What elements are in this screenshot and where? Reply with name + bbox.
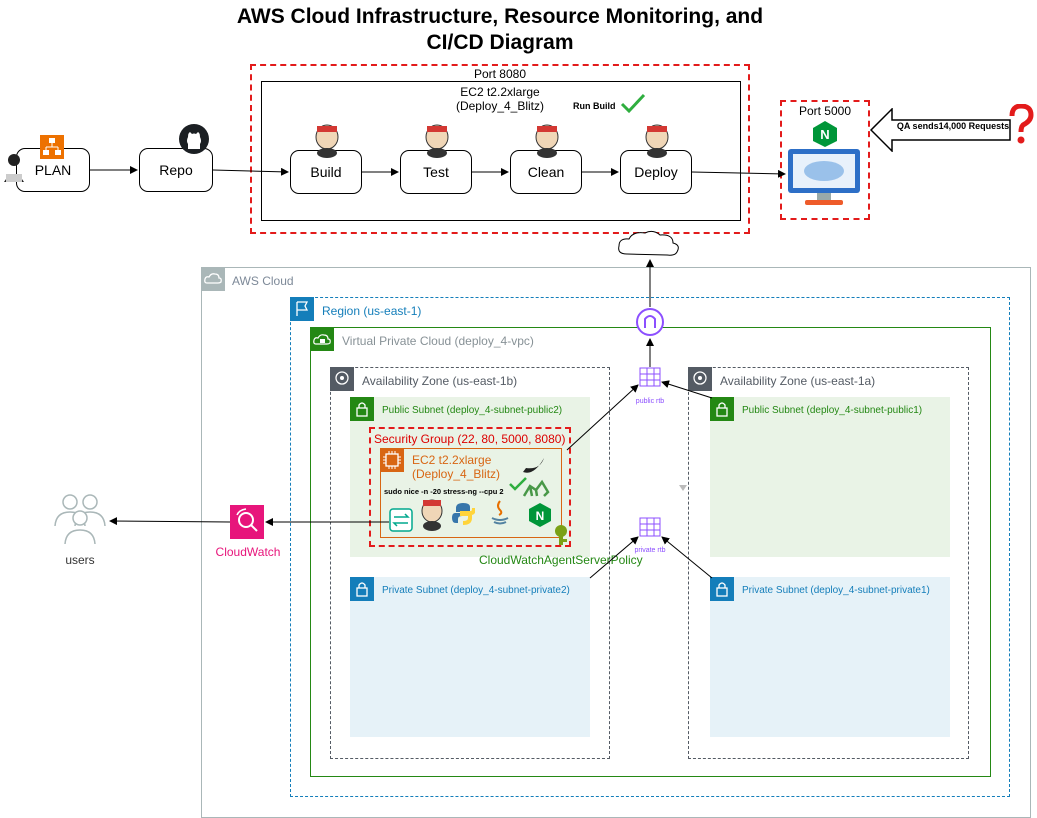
ec2-chip-icon: [380, 448, 404, 472]
ec2-type: EC2 t2.2xlarge: [412, 453, 492, 467]
python-icon: [452, 503, 475, 525]
jenkins-icon: [535, 124, 559, 158]
iam-policy-label: CloudWatchAgentServerPolicy: [479, 553, 643, 567]
gunicorn-icon: [522, 479, 550, 497]
question-mark-icon: [1009, 104, 1034, 144]
aws-cloud-label: AWS Cloud: [232, 274, 294, 288]
internet-cloud-icon: [618, 230, 679, 256]
java-icon: [491, 500, 509, 525]
ec2-instance-group: [380, 448, 562, 538]
internet-gateway-icon: [636, 308, 664, 336]
nginx-icon: N: [813, 121, 837, 147]
az-left-label: Availability Zone (us-east-1b): [362, 374, 518, 388]
app-port-5000-boundary: [780, 100, 870, 220]
svg-text:N: N: [536, 509, 545, 523]
arrow-deploy-to-app: [691, 169, 786, 178]
availability-zone-right: [688, 367, 969, 759]
location-pin-icon: [330, 367, 354, 391]
ec2-label: EC2 t2.2xlarge (Deploy_4_Blitz): [412, 453, 500, 481]
stage-label: Clean: [527, 164, 565, 180]
private-subnet-left: [350, 577, 590, 737]
subnet-lock-icon: [350, 577, 374, 601]
developer-icon: [4, 154, 24, 182]
private-rtb-label: private rtb: [634, 547, 666, 554]
run-build-label: Run Build: [573, 101, 616, 111]
ec2-name: (Deploy_4_Blitz): [412, 467, 501, 481]
diagram-title: AWS Cloud Infrastructure, Resource Monit…: [150, 4, 850, 56]
github-icon: [179, 124, 209, 154]
flask-horn-icon: [523, 458, 544, 473]
public-subnet-right: [710, 397, 950, 557]
security-group-label: Security Group (22, 80, 5000, 8080): [374, 432, 566, 446]
plan-label: PLAN: [34, 162, 72, 178]
users-icon: [54, 494, 106, 545]
title-line-2: CI/CD Diagram: [426, 31, 574, 54]
private-subnet-left-label: Private Subnet (deploy_4-subnet-private2…: [382, 585, 570, 596]
arrow-private-subnet2-to-rtb: [589, 536, 639, 579]
iam-policy-icon: [555, 525, 567, 545]
port-5000-label: Port 5000: [798, 104, 852, 118]
public-route-table-icon: [639, 367, 661, 387]
subnet-lock-icon: [350, 397, 374, 421]
stage-label: Build: [310, 164, 342, 180]
title-line-1: AWS Cloud Infrastructure, Resource Monit…: [236, 5, 764, 28]
users-label: users: [65, 553, 95, 567]
aws-cloud-icon: [201, 267, 225, 291]
repo-node[interactable]: Repo: [139, 148, 213, 192]
nginx-icon: N: [529, 503, 551, 527]
svg-text:N: N: [820, 127, 829, 142]
repo-label: Repo: [159, 162, 193, 178]
jenkins-icon: [425, 124, 449, 158]
az-right-label: Availability Zone (us-east-1a): [720, 374, 876, 388]
jenkins-icon: [315, 124, 339, 158]
private-subnet-right: [710, 577, 950, 737]
stress-command: sudo nice -n -20 stress-ng --cpu 2: [384, 487, 504, 496]
checkmark-icon: [620, 93, 646, 114]
pipeline-ec2-name: (Deploy_4_Blitz): [455, 99, 545, 113]
pipeline-ec2-label: EC2 t2.2xlarge (Deploy_4_Blitz): [400, 85, 600, 113]
org-chart-icon: [40, 135, 64, 159]
jenkins-icon: [421, 499, 443, 531]
pipeline-ec2-type: EC2 t2.2xlarge: [460, 85, 540, 99]
location-pin-icon: [688, 367, 712, 391]
arrow-private-subnet1-to-rtb: [661, 536, 713, 579]
public-subnet-right-label: Public Subnet (deploy_4-subnet-public1): [742, 405, 923, 416]
qa-requests-label: QA sends14,000 Requests: [896, 121, 1010, 131]
subnet-lock-icon: [710, 577, 734, 601]
public-rtb-label: public rtb: [635, 398, 665, 405]
security-group-boundary: [369, 427, 571, 547]
arrow-public-subnet1-to-rtb: [661, 380, 713, 399]
cloudwatch-label: CloudWatch: [215, 545, 281, 559]
region-label: Region (us-east-1): [322, 304, 422, 318]
availability-zone-left: [330, 367, 610, 759]
stage-label: Test: [423, 164, 449, 180]
stage-label: Deploy: [634, 164, 678, 180]
arrow-cloudwatch-to-users: [109, 517, 231, 526]
cloudwatch-icon: [230, 505, 264, 539]
vpc-label: Virtual Private Cloud (deploy_4-vpc): [342, 334, 534, 348]
jenkins-icon: [645, 124, 669, 158]
checkmark-icon: [509, 477, 527, 491]
region-flag-icon: [290, 297, 314, 321]
private-subnet-right-label: Private Subnet (deploy_4-subnet-private1…: [742, 585, 930, 596]
private-route-table-icon: [639, 517, 661, 537]
port-8080-label: Port 8080: [473, 67, 527, 81]
web-app-monitor-icon: [788, 149, 860, 205]
pipeline-port-8080-boundary: [250, 64, 750, 234]
arrow-repo-to-build: [212, 167, 289, 176]
vpc-cloud-lock-icon: [310, 327, 334, 351]
cloudwatch-agent-icon: [389, 508, 413, 532]
public-subnet-left-label: Public Subnet (deploy_4-subnet-public2): [382, 405, 563, 416]
qa-request-arrow: [870, 108, 1011, 152]
small-marker-icon: [679, 485, 687, 491]
subnet-lock-icon: [710, 397, 734, 421]
arrow-sg-to-public-rtb: [566, 384, 639, 451]
